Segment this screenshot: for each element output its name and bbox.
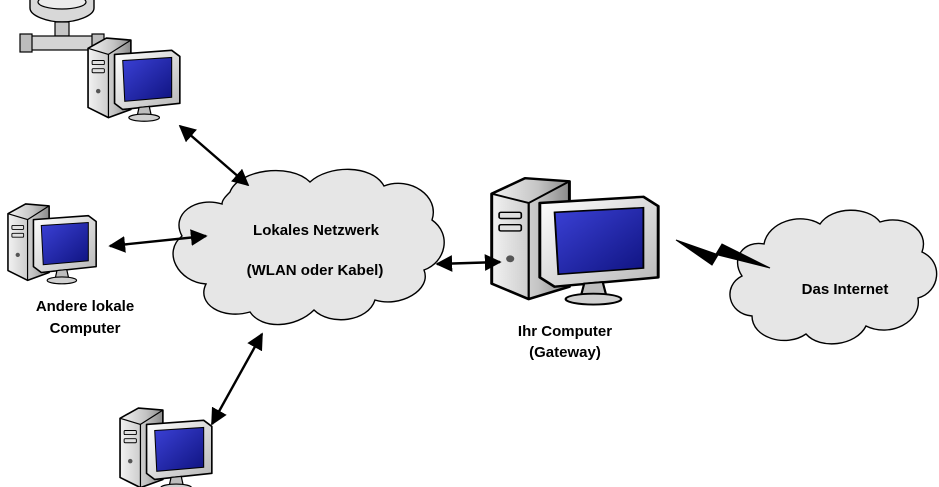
internet-label: Das Internet — [780, 281, 910, 298]
local-computers-line1: Andere lokale — [35, 298, 135, 315]
gateway-title: Ihr Computer — [517, 323, 613, 340]
computer-icon-left — [7, 203, 97, 285]
computer-icon-bottom — [119, 407, 213, 487]
computer-icon-gateway — [490, 176, 660, 307]
gateway-subtitle: (Gateway) — [529, 344, 601, 361]
internet-cloud — [729, 209, 938, 345]
local-network-sublabel: (WLAN oder Kabel) — [220, 262, 410, 279]
gateway-label: Ihr Computer (Gateway) — [490, 321, 640, 363]
double-arrow-icon — [210, 332, 264, 426]
double-arrow-icon — [178, 124, 250, 187]
local-computers-line2: Computer — [49, 320, 121, 337]
lightning-link-icon — [675, 239, 771, 269]
internet-title: Das Internet — [801, 281, 889, 298]
double-arrow-icon — [435, 254, 502, 272]
computer-icon-top — [87, 37, 181, 123]
local-network-type: (WLAN oder Kabel) — [246, 262, 384, 279]
local-computers-label: Andere lokale Computer — [20, 296, 150, 340]
local-network-label: Lokales Netzwerk — [236, 222, 396, 239]
double-arrow-icon — [108, 229, 208, 253]
local-network-title: Lokales Netzwerk — [253, 222, 379, 239]
network-hub-icon — [19, 0, 105, 53]
local-network-cloud — [172, 168, 445, 326]
